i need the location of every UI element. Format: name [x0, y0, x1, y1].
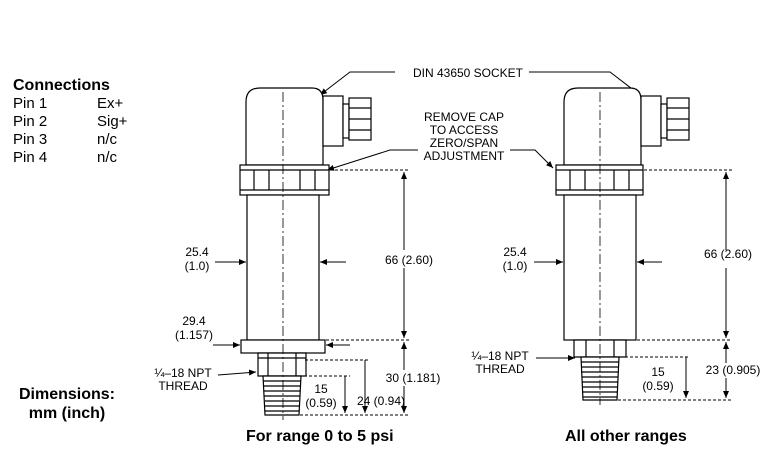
left-transducer	[239, 87, 372, 420]
right-socket-plate	[660, 103, 668, 139]
svg-text:¼–18 NPT: ¼–18 NPT	[154, 366, 212, 380]
svg-text:66 (2.60): 66 (2.60)	[385, 253, 433, 267]
right-dimension-lines	[534, 169, 732, 401]
svg-text:(1.0): (1.0)	[503, 259, 528, 273]
right-dimension-text: 25.4 (1.0) ¼–18 NPT THREAD 66 (2.60) 23 …	[471, 245, 760, 393]
pin-signal: Ex+	[97, 95, 124, 112]
right-unit-caption: All other ranges	[565, 428, 687, 445]
pin-row: Pin 1 Ex+	[13, 96, 123, 112]
svg-text:(1.0): (1.0)	[185, 259, 210, 273]
svg-text:25.4: 25.4	[503, 245, 527, 259]
left-socket-housing	[245, 87, 324, 166]
svg-text:30 (1.181): 30 (1.181)	[386, 371, 441, 385]
pin-signal: n/c	[97, 131, 118, 148]
svg-text:(0.59): (0.59)	[642, 379, 673, 393]
connections-title: Connections	[13, 77, 110, 94]
pin-row: Pin 4 n/c	[13, 150, 117, 166]
socket-leader-right	[529, 71, 641, 96]
pin-label: Pin 1	[13, 95, 48, 112]
socket-callout-text: DIN 43650 SOCKET	[413, 66, 524, 80]
pin-signal: Sig+	[97, 113, 128, 130]
svg-text:ZERO/SPAN: ZERO/SPAN	[430, 136, 498, 150]
right-transducer	[555, 87, 690, 405]
svg-text:ADJUSTMENT: ADJUSTMENT	[424, 149, 505, 163]
svg-text:29.4: 29.4	[182, 314, 206, 328]
socket-leader-left	[319, 71, 395, 96]
svg-text:24 (0.94): 24 (0.94)	[357, 394, 405, 408]
pin-label: Pin 3	[13, 131, 48, 148]
right-thread	[580, 356, 620, 401]
svg-text:25.4: 25.4	[185, 245, 209, 259]
pin-label: Pin 2	[13, 113, 48, 130]
svg-text:REMOVE CAP: REMOVE CAP	[424, 110, 504, 124]
svg-text:THREAD: THREAD	[475, 362, 525, 376]
cap-leader-left	[326, 149, 418, 171]
svg-text:TO ACCESS: TO ACCESS	[430, 123, 498, 137]
left-hex-fitting	[257, 352, 307, 377]
svg-text:¼–18 NPT: ¼–18 NPT	[471, 349, 529, 363]
left-socket-plate	[342, 103, 350, 139]
svg-text:15: 15	[651, 365, 665, 379]
dimensions-units-label: Dimensions: mm (inch)	[18, 386, 115, 422]
pin-row: Pin 2 Sig+	[13, 114, 127, 130]
svg-text:66 (2.60): 66 (2.60)	[704, 247, 752, 261]
svg-text:(0.59): (0.59)	[305, 396, 336, 410]
svg-text:(1.157): (1.157)	[175, 328, 213, 342]
right-socket-side-block	[640, 95, 662, 147]
left-dimension-text: 25.4 (1.0) 29.4 (1.157) ¼–18 NPT THREAD …	[154, 245, 440, 410]
svg-text:THREAD: THREAD	[158, 379, 208, 393]
pin-signal: n/c	[97, 149, 118, 166]
cap-callout: REMOVE CAP TO ACCESS ZERO/SPAN ADJUSTMEN…	[424, 110, 505, 163]
left-unit-caption: For range 0 to 5 psi	[246, 428, 394, 445]
svg-text:15: 15	[314, 382, 328, 396]
cap-leader-right	[510, 149, 554, 169]
right-socket-housing	[563, 87, 642, 166]
pin-row: Pin 3 n/c	[13, 132, 117, 148]
left-socket-side-block	[322, 95, 344, 147]
left-dimension-lines	[213, 169, 410, 416]
pin-label: Pin 4	[13, 149, 48, 166]
svg-text:23 (0.905): 23 (0.905)	[706, 363, 761, 377]
